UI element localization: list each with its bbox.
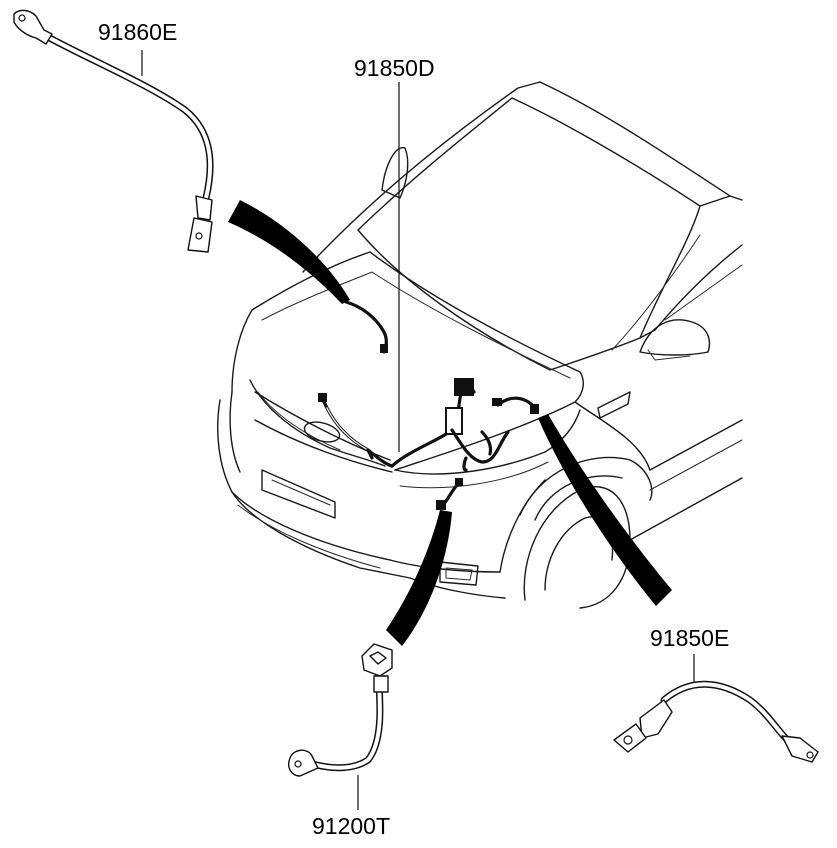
part-91850e-cable [613, 680, 819, 763]
callout-wedges [228, 200, 672, 646]
engine-bay-harness [318, 300, 539, 510]
car-body-illustration [217, 81, 743, 609]
part-label-91200t: 91200T [312, 813, 390, 839]
part-91860e-cable [13, 9, 214, 253]
part-label-91860e: 91860E [98, 19, 177, 45]
part-label-91850e: 91850E [650, 625, 729, 651]
part-91200t-cable [288, 643, 393, 777]
part-label-91850d: 91850D [354, 55, 435, 81]
